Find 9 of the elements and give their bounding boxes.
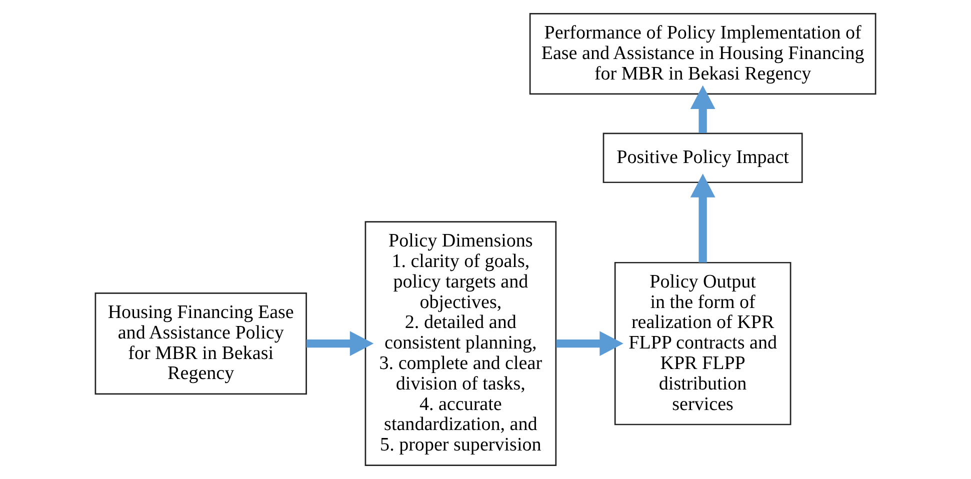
arrow <box>690 85 716 134</box>
arrow <box>690 174 716 262</box>
node-box: Housing Financing Ease and Assistance Policy for MBR in Bekasi Regency <box>94 292 307 395</box>
node-box: Policy Dimensions 1. clarity of goals, policy targets and objectives, 2. detailed and consistent planning, 3. complete and clear division of tasks, 4. accurate standardization, and 5. proper supervision <box>364 221 557 466</box>
node-box: Positive Policy Impact <box>602 132 803 184</box>
arrow <box>306 331 374 356</box>
node-box: Performance of Policy Implementation of Ease and Assistance in Housing Financing for MBR in Bekasi Regency <box>529 13 876 95</box>
node-box: Policy Output in the form of realization of KPR FLPP contracts and KPR FLPP distribution services <box>614 262 792 426</box>
arrow <box>556 331 624 356</box>
